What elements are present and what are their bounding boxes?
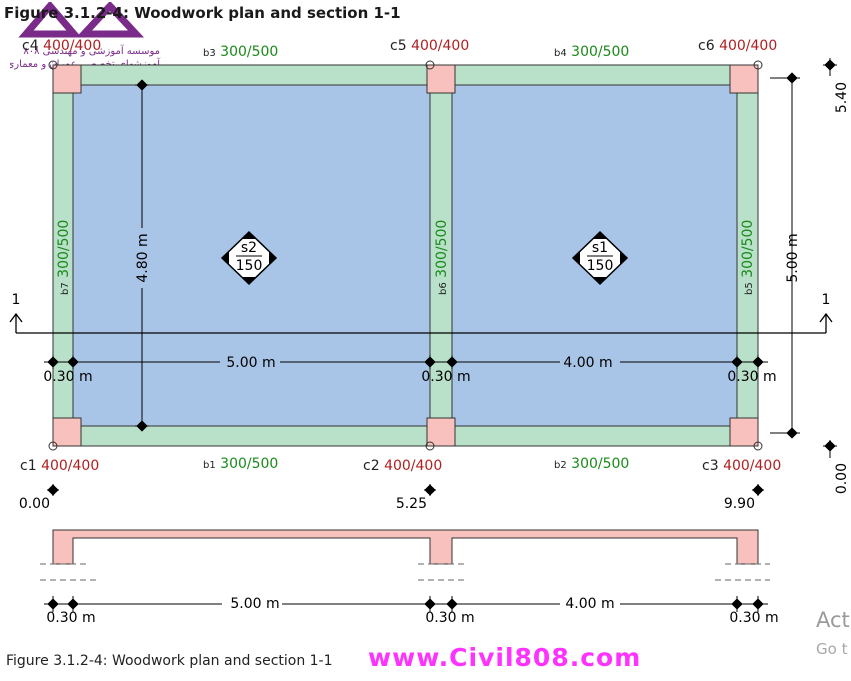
figure-caption: Figure 3.1.2-4: Woodwork plan and sectio…	[6, 653, 333, 669]
section-dimension-ticks	[47, 598, 764, 610]
beam-label-b3: b3 300/500	[203, 44, 278, 60]
dim-beam-width-right: 0.30 m	[727, 369, 776, 385]
beam-label-b2: b2 300/500	[554, 456, 629, 472]
beam-label-b7: b7 300/500	[56, 220, 72, 295]
level-markers-bottom	[47, 484, 764, 496]
beam-b1	[52, 425, 759, 447]
column-c4	[52, 64, 82, 94]
section-dimension-horizontal	[44, 596, 768, 612]
section-dim-span-left: 5.00 m	[230, 596, 279, 612]
section-ground-lines	[40, 563, 770, 581]
slab-label-s2: s2	[241, 240, 257, 256]
beam-label-b4: b4 300/500	[554, 44, 629, 60]
slab-marker-s1: s1 150	[571, 230, 629, 286]
column-label-c3: c3 400/400	[702, 458, 781, 474]
section-marker-right: 1	[822, 292, 831, 308]
column-label-c4: c4 400/400	[22, 38, 101, 54]
dim-span-right: 4.00 m	[563, 355, 612, 371]
column-c3	[729, 417, 759, 447]
column-c1	[52, 417, 82, 447]
level-y-bottom: 0.00	[834, 463, 850, 494]
beam-b3	[52, 64, 759, 86]
section-dim-beam-width-right: 0.30 m	[729, 610, 778, 626]
dim-inner-height: 4.80 m	[135, 233, 151, 282]
site-watermark: www.Civil808.com	[368, 643, 642, 672]
column-label-c1: c1 400/400	[20, 458, 99, 474]
os-watermark-line1: Act	[816, 608, 850, 632]
beam-label-b1: b1 300/500	[203, 456, 278, 472]
dim-span-left: 5.00 m	[226, 355, 275, 371]
column-label-c2: c2 400/400	[363, 458, 442, 474]
slab-label-s1: s1	[592, 240, 608, 256]
beam-label-b6: b6 300/500	[434, 220, 450, 295]
section-dim-beam-width-middle: 0.30 m	[425, 610, 474, 626]
level-y-top: 5.40	[834, 82, 850, 113]
slab-thickness-s1: 150	[587, 258, 614, 274]
logo-text-line1: موسسه آموزشی و مهندسی ۸۰۸	[23, 44, 160, 57]
dim-beam-width-middle: 0.30 m	[421, 369, 470, 385]
column-label-c5: c5 400/400	[390, 38, 469, 54]
section-1-1-outline	[52, 529, 759, 565]
section-line-1-1	[9, 312, 833, 334]
column-c6	[729, 64, 759, 94]
dim-beam-width-left: 0.30 m	[43, 369, 92, 385]
level-markers-right	[823, 58, 837, 458]
column-label-c6: c6 400/400	[698, 38, 777, 54]
level-x0: 0.00	[19, 496, 50, 512]
level-x2: 9.90	[724, 496, 755, 512]
section-dim-span-right: 4.00 m	[565, 596, 614, 612]
section-marker-left: 1	[12, 292, 21, 308]
grid-nodes	[48, 60, 763, 451]
slab-thickness-s2: 150	[236, 258, 263, 274]
os-watermark-line2: Go t	[816, 640, 848, 658]
beam-label-b5: b5 300/500	[740, 220, 756, 295]
column-c5	[426, 64, 456, 94]
figure-title: Figure 3.1.2-4: Woodwork plan and sectio…	[4, 4, 401, 22]
section-dim-beam-width-left: 0.30 m	[46, 610, 95, 626]
dim-outer-height: 5.00 m	[785, 233, 801, 282]
level-x1: 5.25	[396, 496, 427, 512]
slab-marker-s2: s2 150	[220, 230, 278, 286]
